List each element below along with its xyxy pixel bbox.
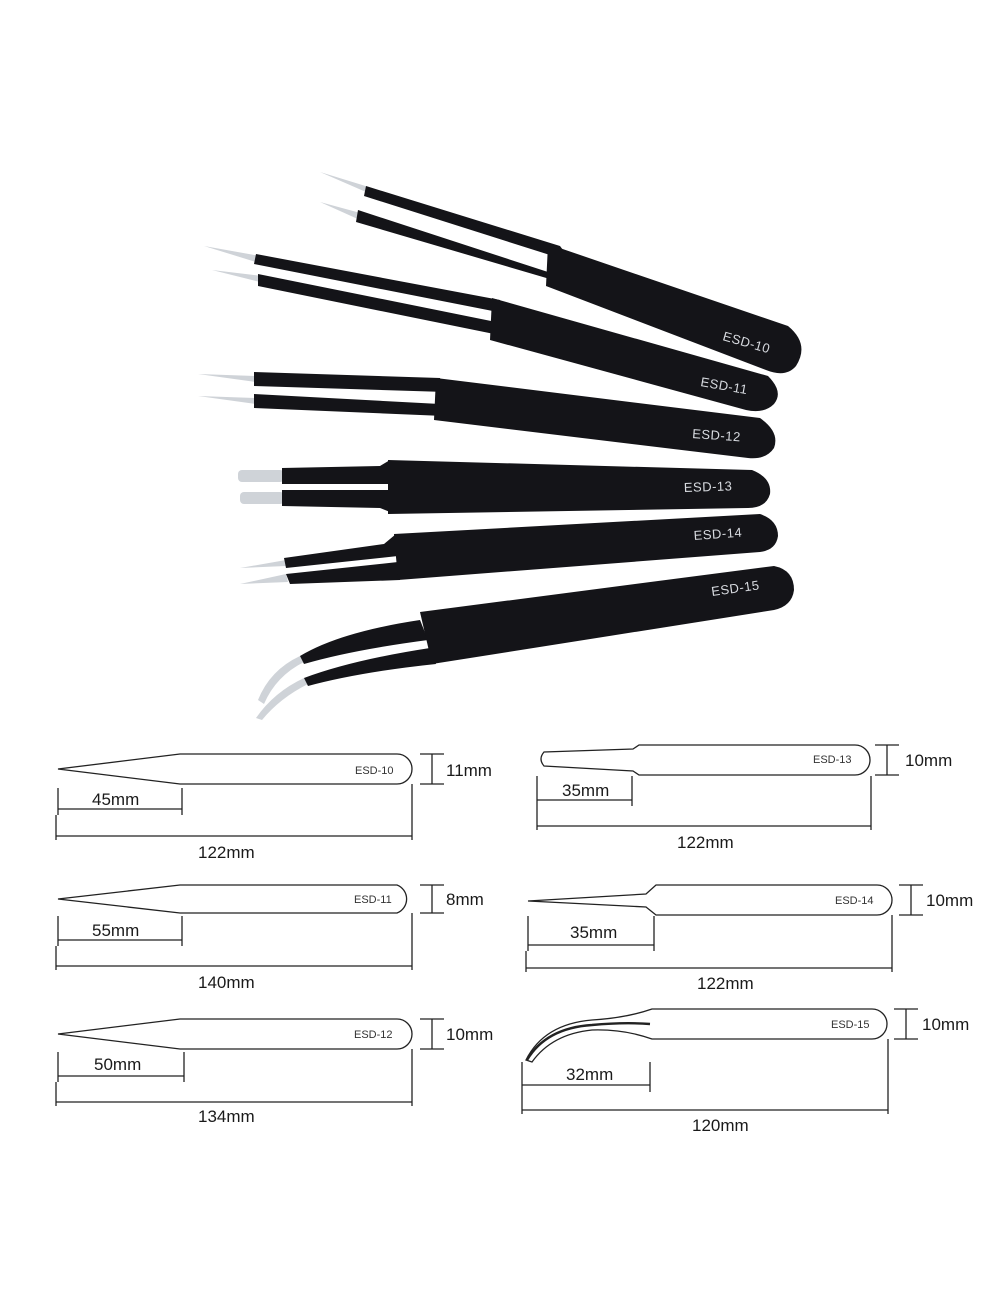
length-label-esd-14: 122mm <box>697 974 754 993</box>
photo-tweezer-esd-10: ESD-10 <box>320 172 802 374</box>
photo-tweezer-esd-13: ESD-13 <box>238 460 771 514</box>
photo-tweezer-esd-11: ESD-11 <box>204 246 778 412</box>
photo-tweezer-esd-12-arm <box>254 394 444 416</box>
diagram-esd-14: ESD-14 10mm 35mm 122mm <box>525 884 973 993</box>
tip-length-label-esd-12: 50mm <box>94 1055 141 1074</box>
photo-tweezer-esd-12-arm <box>254 372 446 392</box>
diagram-outline-esd-14 <box>527 884 893 916</box>
photo-tweezer-esd-14-arm <box>286 562 400 584</box>
length-label-esd-11: 140mm <box>198 973 255 992</box>
diagram-esd-11: ESD-11 8mm 55mm 140mm <box>55 884 484 992</box>
diagram-model-label-esd-11: ESD-11 <box>354 894 392 906</box>
length-label-esd-10: 122mm <box>198 843 255 862</box>
diagram-outline-esd-13 <box>540 744 871 776</box>
photo-tweezer-esd-15-tip <box>258 656 304 704</box>
diagram-esd-15: ESD-15 10mm 32mm 120mm <box>521 1008 969 1135</box>
photo-label-esd-15: ESD-15 <box>710 577 760 599</box>
photo-tweezer-esd-13-arm <box>282 490 390 512</box>
diagram-outline-esd-11 <box>57 884 408 914</box>
diagram-outline-esd-15 <box>525 1008 888 1063</box>
photo-tweezer-esd-10-arm <box>356 210 560 282</box>
photo-tweezer-esd-12-handle <box>434 378 776 459</box>
diagram-outline-esd-12 <box>57 1018 413 1050</box>
diagram-curved-tip-esd-15 <box>525 1022 651 1061</box>
length-label-esd-15: 120mm <box>692 1116 749 1135</box>
photo-tweezer-esd-15-arm <box>300 620 428 664</box>
width-label-esd-14: 10mm <box>926 891 973 910</box>
width-label-esd-13: 10mm <box>905 751 952 770</box>
width-label-esd-15: 10mm <box>922 1015 969 1034</box>
photo-tweezer-esd-11-tip <box>204 246 260 262</box>
diagram-outline-esd-10 <box>57 753 413 785</box>
photo-tweezer-esd-11-tip <box>212 270 262 282</box>
diagram-model-label-esd-14: ESD-14 <box>835 895 874 907</box>
photo-tweezer-esd-10-tip <box>320 172 372 192</box>
photo-tweezer-esd-13-handle <box>388 460 771 514</box>
photo-tweezer-esd-15-tip <box>256 678 308 720</box>
dimension-diagrams: ESD-10 11mm 45mm 122mm ESD-13 10mm 3 <box>55 744 973 1135</box>
photo-tweezer-esd-15: ESD-15 <box>256 566 794 720</box>
photo-tweezer-esd-10-arm <box>364 186 572 262</box>
photo-tweezer-esd-11-arm <box>254 254 508 314</box>
length-label-esd-12: 134mm <box>198 1107 255 1126</box>
photo-tweezer-esd-14: ESD-14 <box>240 514 778 584</box>
photo-tweezer-esd-14-tip <box>240 574 288 584</box>
photo-tweezer-esd-11-arm <box>258 274 504 336</box>
photo-tweezer-esd-10-handle <box>546 244 802 374</box>
photo-tweezer-esd-10-tip <box>320 202 364 220</box>
photo-tweezer-esd-15-handle <box>420 566 794 664</box>
diagram-esd-10: ESD-10 11mm 45mm 122mm <box>55 753 492 862</box>
width-label-esd-10: 11mm <box>446 761 492 780</box>
photo-tweezer-esd-14-arm <box>284 534 398 568</box>
diagram-model-label-esd-13: ESD-13 <box>813 754 852 766</box>
tip-length-label-esd-14: 35mm <box>570 923 617 942</box>
width-label-esd-11: 8mm <box>446 890 484 909</box>
diagram-model-label-esd-12: ESD-12 <box>354 1029 393 1041</box>
photo-tweezer-esd-12-tip <box>198 396 256 404</box>
photo-tweezer-esd-12: ESD-12 <box>198 372 776 459</box>
tweezer-photo-group: ESD-10 ESD-11 ESD-12 ESD-13 <box>198 172 802 720</box>
tip-length-label-esd-15: 32mm <box>566 1065 613 1084</box>
photo-tweezer-esd-13-tip <box>240 492 284 504</box>
photo-tweezer-esd-12-tip <box>198 374 256 382</box>
photo-tweezer-esd-14-tip <box>240 560 286 568</box>
tip-length-label-esd-10: 45mm <box>92 790 139 809</box>
diagram-esd-13: ESD-13 10mm 35mm 122mm <box>536 744 952 852</box>
photo-label-esd-14: ESD-14 <box>693 525 742 543</box>
photo-tweezer-esd-11-handle <box>490 298 778 412</box>
photo-tweezer-esd-15-arm <box>304 648 436 686</box>
tip-length-label-esd-11: 55mm <box>92 921 139 940</box>
diagram-esd-12: ESD-12 10mm 50mm 134mm <box>55 1018 493 1126</box>
photo-tweezer-esd-13-tip <box>238 470 284 482</box>
width-label-esd-12: 10mm <box>446 1025 493 1044</box>
tip-length-label-esd-13: 35mm <box>562 781 609 800</box>
photo-tweezer-esd-14-handle <box>394 514 778 580</box>
photo-label-esd-13: ESD-13 <box>684 478 733 495</box>
photo-label-esd-12: ESD-12 <box>692 426 741 444</box>
diagram-model-label-esd-15: ESD-15 <box>831 1019 870 1031</box>
photo-tweezer-esd-13-arm <box>282 460 390 484</box>
diagram-model-label-esd-10: ESD-10 <box>355 765 394 777</box>
length-label-esd-13: 122mm <box>677 833 734 852</box>
